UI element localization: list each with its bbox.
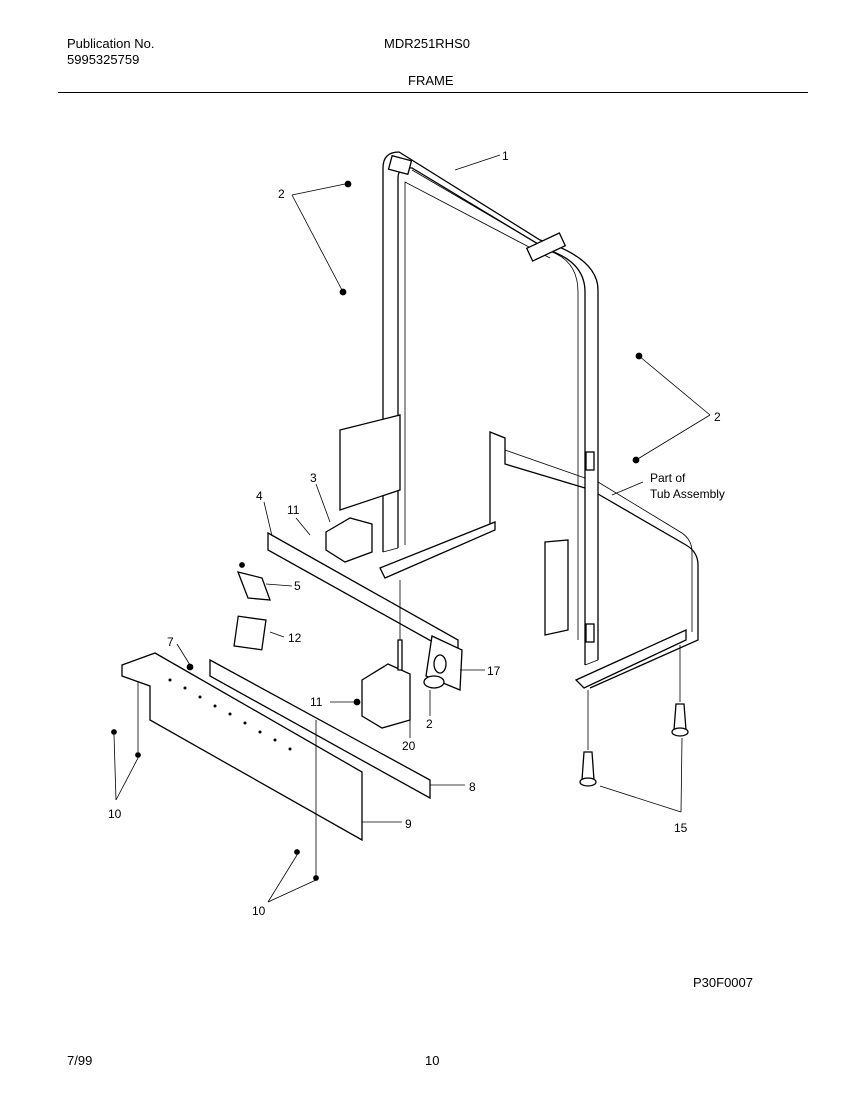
callout-20: 20	[402, 739, 416, 753]
part-3-door-latch	[325, 517, 373, 563]
callout-9: 9	[405, 817, 412, 831]
callout-5: 5	[294, 579, 301, 593]
page-number: 10	[425, 1053, 440, 1068]
part-20-box	[361, 663, 411, 729]
callout-3: 3	[310, 471, 317, 485]
header-rule	[58, 92, 808, 93]
screws	[111, 180, 689, 881]
leader-lines	[113, 154, 711, 903]
part-12-module	[233, 615, 267, 651]
callout-labels: 1 2 2 2 3 4 5 7 8 9 10 10 11 11 12 15 17…	[108, 149, 725, 918]
callout-tub-line2: Tub Assembly	[650, 487, 725, 501]
publication-date: 7/99	[67, 1053, 93, 1068]
part-9-toe-panel	[121, 652, 363, 842]
side-bracket	[339, 414, 401, 511]
model-number: MDR251RHS0	[384, 36, 470, 51]
tub-assembly-outline	[379, 431, 699, 689]
callout-12: 12	[288, 631, 302, 645]
callout-2-top: 2	[278, 187, 285, 201]
callout-2-bottom: 2	[426, 717, 433, 731]
callout-2-right: 2	[714, 410, 721, 424]
callout-10-left: 10	[108, 807, 122, 821]
callout-1: 1	[502, 149, 509, 163]
callout-tub-line1: Part of	[650, 471, 686, 485]
callout-11-upper: 11	[287, 503, 300, 517]
part-1-door-frame	[382, 151, 599, 666]
publication-number: 5995325759	[67, 52, 140, 67]
callout-10-bottom: 10	[252, 904, 266, 918]
part-8-kickplate-bracket	[209, 658, 431, 800]
callout-11-lower: 11	[310, 695, 323, 709]
callout-7: 7	[167, 635, 174, 649]
callout-4: 4	[256, 489, 263, 503]
part-5-clip	[236, 571, 271, 601]
toe-panel-vents	[168, 678, 292, 751]
callout-17: 17	[487, 664, 501, 678]
figure-code: P30F0007	[693, 975, 753, 990]
callout-15: 15	[674, 821, 688, 835]
callout-8: 8	[469, 780, 476, 794]
section-title: FRAME	[408, 73, 454, 88]
publication-label: Publication No.	[67, 36, 155, 51]
